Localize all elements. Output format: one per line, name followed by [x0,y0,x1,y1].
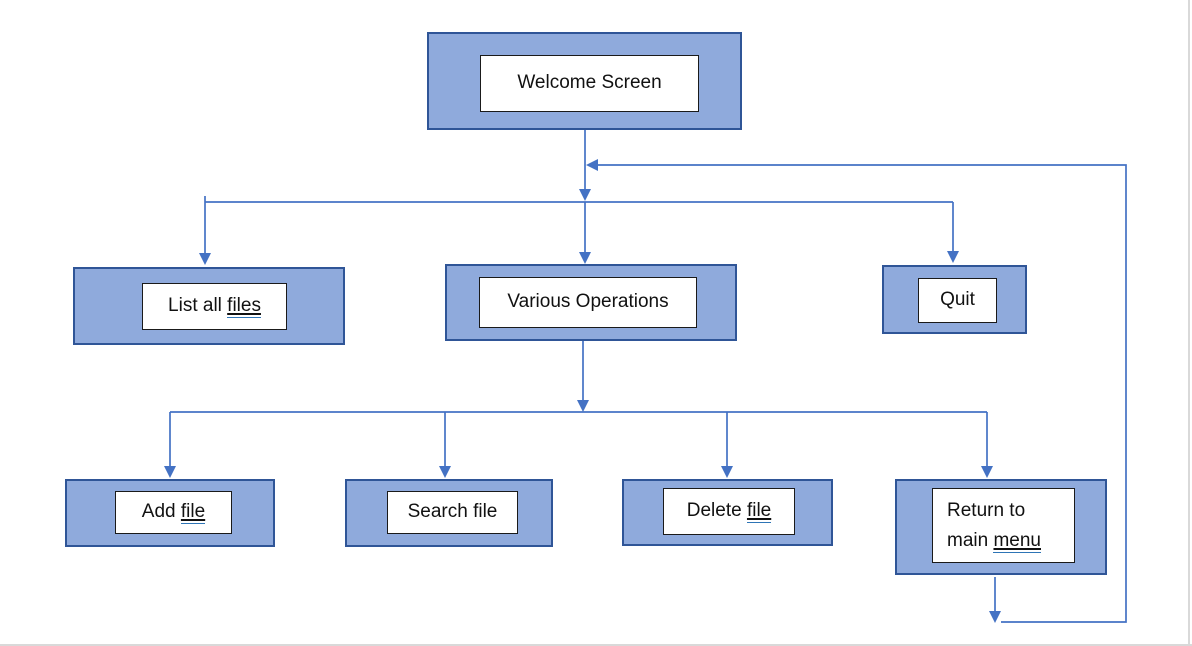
arrowhead-into-hub [579,189,591,201]
node-search-file: Search file [345,479,553,547]
arrowhead-into-add-file [164,466,176,478]
list-all-files-label: List all files [168,295,261,319]
search-file-label: Search file [407,501,498,523]
arrowhead-into-various-ops [579,252,591,264]
arrowhead-into-search-file [439,466,451,478]
arrowhead-feedback-left [586,159,598,171]
underlined-word-file: file [746,500,772,524]
various-operations-label-box: Various Operations [479,277,697,328]
node-add-file: Add file [65,479,275,547]
underlined-word-menu: menu [993,529,1041,553]
quit-label: Quit [940,289,975,311]
node-return-main-menu: Return to main menu [895,479,1107,575]
page-edge-right [1188,0,1190,646]
search-file-label-box: Search file [387,491,518,534]
delete-file-label-box: Delete file [663,488,795,535]
node-various-operations: Various Operations [445,264,737,341]
various-operations-label: Various Operations [507,291,669,313]
underlined-word-file: file [180,501,206,525]
node-quit: Quit [882,265,1027,334]
add-file-label-box: Add file [115,491,232,534]
return-main-menu-line1: Return to [947,500,1026,522]
page-edge-bottom [0,644,1192,646]
arrowhead-into-delete-file [721,466,733,478]
welcome-screen-label-box: Welcome Screen [480,55,699,112]
underlined-word-files: files [227,295,261,319]
arrowhead-into-hub2 [577,400,589,412]
node-delete-file: Delete file [622,479,833,546]
list-all-files-label-box: List all files [142,283,287,330]
arrowhead-into-list-files [199,253,211,265]
welcome-screen-label: Welcome Screen [517,72,662,94]
return-main-menu-line2: main menu [947,529,1041,553]
arrowhead-into-return-main [981,466,993,478]
quit-label-box: Quit [918,278,997,323]
arrowhead-return-exit [989,611,1001,623]
node-list-all-files: List all files [73,267,345,345]
add-file-label: Add file [141,501,206,525]
return-main-menu-label-box: Return to main menu [932,488,1075,563]
edge-feedback-loop [598,164,1127,623]
arrowhead-into-quit [947,251,959,263]
delete-file-label: Delete file [686,500,772,524]
node-welcome-screen: Welcome Screen [427,32,742,130]
